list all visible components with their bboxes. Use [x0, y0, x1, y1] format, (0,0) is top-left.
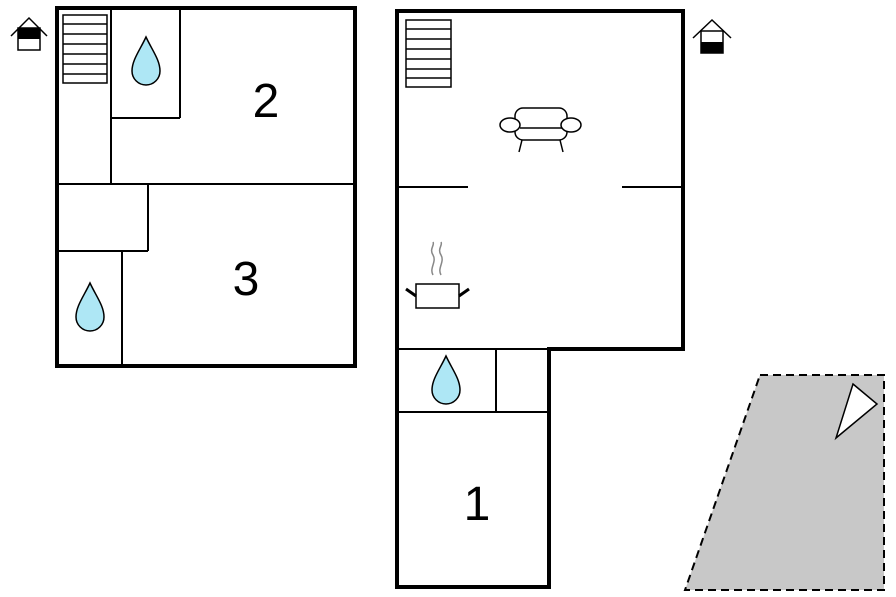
room-number-3: 3	[233, 253, 260, 306]
house-floor-icon	[692, 18, 732, 54]
sofa-icon	[499, 107, 582, 153]
stairs-icon	[405, 19, 452, 88]
room-number-1: 1	[464, 478, 491, 531]
water-drop-icon	[75, 281, 105, 332]
cooking-pot-icon	[405, 241, 470, 309]
terrace-area	[683, 374, 885, 591]
room-number-2: 2	[253, 75, 280, 128]
upper-floor: 2 3	[55, 6, 357, 368]
stairs-icon	[62, 14, 108, 84]
ground-floor: 1	[395, 9, 685, 589]
house-floor-icon	[10, 16, 48, 51]
water-drop-icon	[431, 354, 461, 405]
north-arrow-icon	[834, 382, 879, 441]
water-drop-icon	[131, 35, 161, 86]
